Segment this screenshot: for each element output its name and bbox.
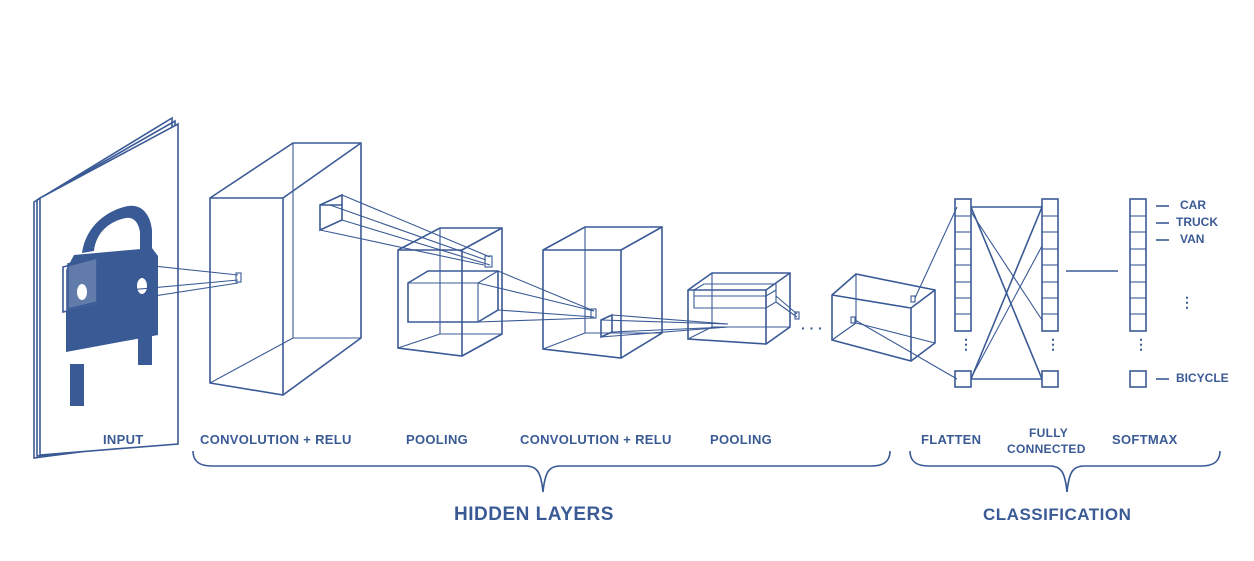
conv1-feature-volume [209, 142, 362, 396]
group-label-classification: CLASSIFICATION [983, 505, 1132, 524]
input-to-conv1-projection [96, 259, 242, 305]
conv1-to-pool1-projection [319, 194, 493, 268]
class-label-car: CAR [1180, 198, 1206, 212]
conv2-to-pool2-projection [600, 314, 729, 338]
flatten-vector [854, 198, 972, 388]
softmax-vertical-ellipsis: ⋮ [1134, 336, 1148, 352]
label-softmax: SOFTMAX [1112, 432, 1178, 447]
fully-connected-layer [970, 198, 1118, 388]
label-pooling-1: POOLING [406, 432, 469, 447]
fc-vertical-ellipsis: ⋮ [1046, 336, 1060, 352]
flatten-vertical-ellipsis: ⋮ [959, 336, 973, 352]
pool1-to-conv2-projection [477, 270, 597, 323]
class-label-truck: TRUCK [1176, 215, 1218, 229]
label-fully-connected-line2: CONNECTED [1007, 442, 1086, 456]
car-front-icon [62, 205, 158, 406]
pool1-feature-volume [397, 227, 503, 357]
hidden-layers-brace [192, 450, 891, 493]
classification-brace [909, 450, 1221, 493]
softmax-layer [1129, 198, 1169, 388]
label-fully-connected-line1: FULLY [1029, 426, 1069, 440]
label-flatten: FLATTEN [921, 432, 982, 447]
conv2-feature-volume [542, 226, 663, 359]
group-label-hidden-layers: HIDDEN LAYERS [454, 504, 614, 525]
label-convolution-relu-1: CONVOLUTION + RELU [200, 432, 352, 447]
final-feature-volume [831, 273, 936, 362]
horizontal-ellipsis: · · · [801, 320, 823, 336]
label-convolution-relu-2: CONVOLUTION + RELU [520, 432, 672, 447]
pool2-feature-volume [687, 272, 800, 345]
class-label-van: VAN [1180, 232, 1205, 246]
class-label-bicycle: BICYCLE [1176, 371, 1229, 385]
class-list-vertical-ellipsis: ⋮ [1180, 294, 1194, 310]
label-pooling-2: POOLING [710, 432, 773, 447]
label-input: INPUT [103, 432, 144, 447]
